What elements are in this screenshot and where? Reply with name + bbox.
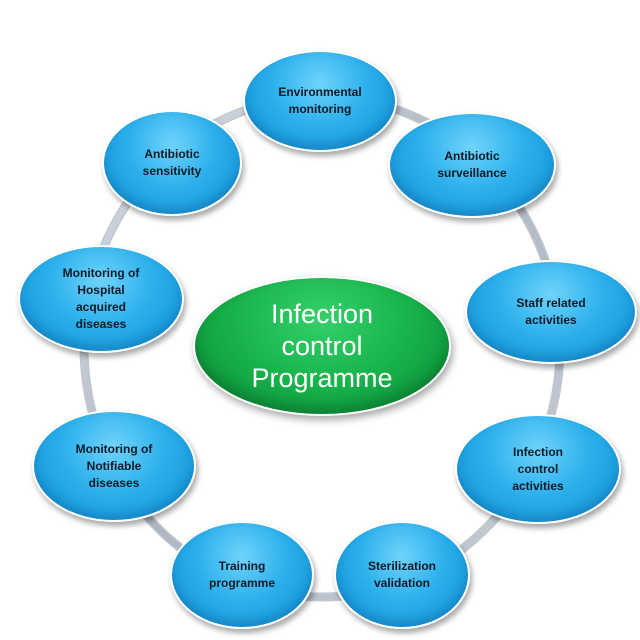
node-infection-control-activities: Infection control activities — [455, 414, 621, 524]
node-antibiotic-surveillance: Antibiotic surveillance — [388, 112, 556, 218]
node-label: Staff related activities — [516, 296, 586, 327]
node-label: Infection control activities — [512, 444, 564, 493]
node-environmental-monitoring: Environmental monitoring — [243, 50, 397, 152]
node-label: Antibiotic surveillance — [437, 149, 507, 180]
node-label: Environmental monitoring — [278, 85, 362, 116]
node-label: Training programme — [208, 559, 276, 590]
node-label: Monitoring of Hospital acquired diseases — [62, 266, 140, 331]
node-staff-related-activities: Staff related activities — [465, 260, 637, 364]
node-antibiotic-sensitivity: Antibiotic sensitivity — [102, 110, 242, 216]
node-monitoring-of-hospital-acquired-diseases: Monitoring of Hospital acquired diseases — [18, 245, 184, 353]
node-label: Monitoring of Notifiable diseases — [75, 441, 153, 490]
center-node: Infection control Programme — [193, 276, 451, 416]
node-label: Sterilization validation — [367, 559, 436, 590]
node-sterilization-validation: Sterilization validation — [334, 521, 470, 629]
node-label: Antibiotic sensitivity — [142, 147, 202, 178]
node-monitoring-of-notifiable-diseases: Monitoring of Notifiable diseases — [32, 410, 196, 522]
center-label: Infection control Programme — [251, 299, 393, 393]
node-training-programme: Training programme — [170, 521, 314, 629]
